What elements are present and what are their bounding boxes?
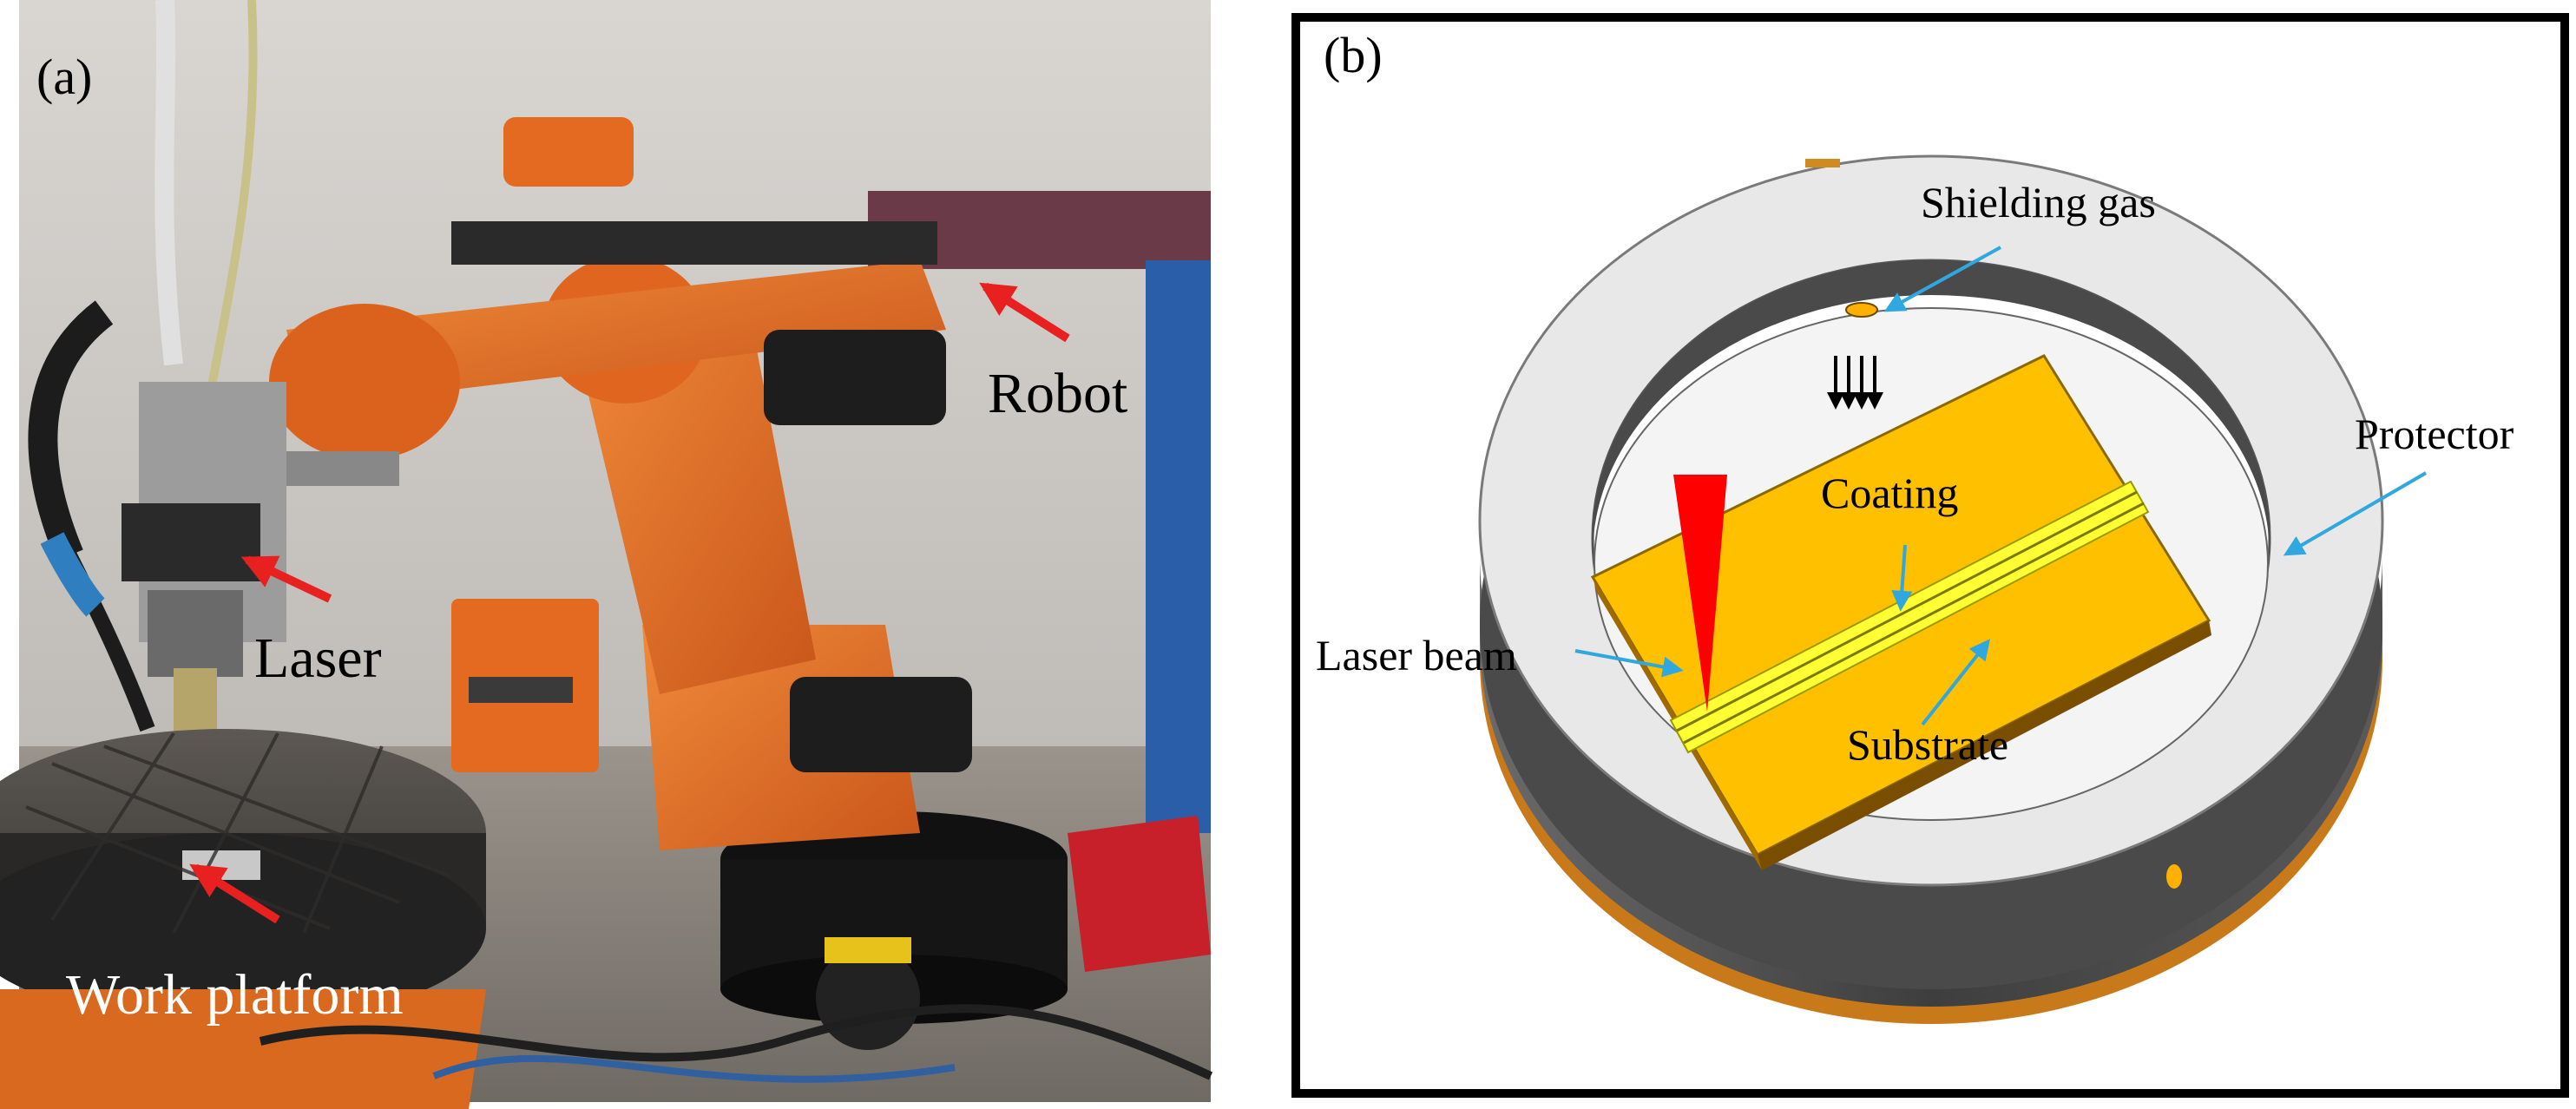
turntable-grid — [25, 732, 452, 934]
protector-leader — [2283, 471, 2428, 556]
ring-tab — [1805, 159, 1840, 167]
cable-black — [28, 300, 114, 561]
substrate-leader — [1921, 639, 1990, 726]
positioner-base — [0, 989, 486, 1109]
protector-label: Protector — [2355, 410, 2514, 458]
robot-label: Robot — [988, 362, 1127, 425]
side-port — [2166, 864, 2182, 889]
gas-flow-arrows — [1827, 356, 1883, 410]
shielding-gas-label: Shielding gas — [1921, 178, 2156, 226]
laser-beam-label: Laser beam — [1316, 631, 1517, 679]
laser-label: Laser — [254, 627, 382, 690]
panel-a-tag: (a) — [36, 49, 92, 105]
turntable-bottom — [0, 833, 486, 1024]
panel-b: (b) Shielding gas Protector Coating Lase… — [1291, 13, 2569, 1098]
shielding-gas-leader — [1883, 246, 2001, 312]
coating-leader — [1891, 544, 1913, 612]
cable-reel-handle — [825, 937, 911, 963]
robot-arrow — [979, 282, 1070, 343]
cable-white — [154, 0, 183, 366]
coating-line-2 — [1683, 502, 2145, 745]
red-stand — [1068, 816, 1211, 972]
work-platform-label: Work platform — [66, 963, 404, 1027]
robot-motor-lower — [790, 677, 972, 772]
laser-mount — [286, 451, 399, 486]
panel-a: (a) Robot Laser Work platform — [0, 0, 1213, 1109]
robot-cable-rail — [451, 221, 937, 265]
panel-b-tag: (b) — [1324, 27, 1383, 83]
robot-motor-upper — [764, 330, 946, 425]
photo — [0, 0, 1213, 1109]
laser-beam-cone — [1673, 475, 1727, 712]
floor-cable — [259, 1004, 1213, 1080]
laser-arrow — [240, 555, 332, 603]
work-platform-arrow — [189, 863, 280, 924]
substrate-side-front — [1758, 620, 2211, 870]
substrate-label: Substrate — [1847, 720, 2008, 769]
laser-nozzle-body — [148, 590, 243, 677]
robot-wrist — [269, 304, 460, 460]
laser-beam-leader — [1574, 649, 1684, 678]
laser-head-block — [122, 503, 260, 581]
gas-inlet — [1845, 302, 1878, 318]
blue-cabinet — [1146, 260, 1211, 833]
power-supply-panel — [469, 677, 573, 703]
coating-label: Coating — [1821, 469, 1958, 517]
leader-lines — [1574, 246, 2428, 726]
floor-cable-blue — [432, 1054, 956, 1083]
cable-blue-nozzle — [40, 532, 106, 617]
robot-top-handle — [503, 117, 634, 187]
